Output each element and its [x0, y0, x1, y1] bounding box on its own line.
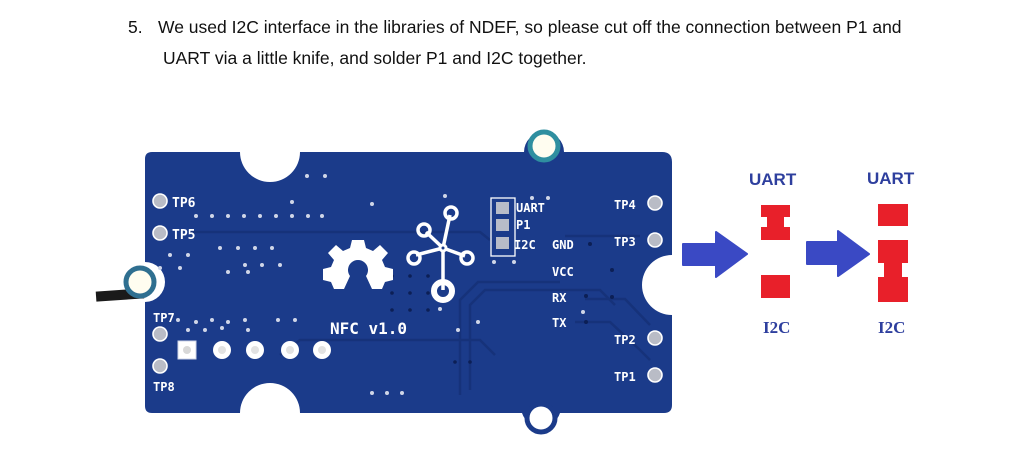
label-gnd: GND	[552, 238, 574, 252]
label-tp6: TP6	[172, 196, 196, 211]
arrow-right-icon	[682, 231, 748, 278]
mounting-hole-top	[527, 129, 561, 163]
label-i2c: I2C	[514, 238, 536, 252]
label-tp8: TP8	[153, 380, 175, 394]
label-uart: UART	[516, 201, 545, 215]
label-tp1: TP1	[614, 370, 636, 384]
label-tp7: TP7	[153, 311, 175, 325]
jumper-pad-p1	[496, 219, 509, 231]
jumper-before-cut	[761, 205, 790, 298]
jumper-after-solder	[878, 204, 908, 302]
label-vcc: VCC	[552, 265, 574, 279]
tp1-pad	[647, 367, 663, 383]
mounting-hole-left	[123, 265, 157, 299]
label-tp4: TP4	[614, 198, 636, 212]
jumper-pad-uart	[496, 202, 509, 214]
before-top-label: UART	[749, 170, 797, 189]
label-tp2: TP2	[614, 333, 636, 347]
label-p1: P1	[516, 218, 530, 232]
tp2-pad	[647, 330, 663, 346]
after-top-label: UART	[867, 169, 915, 188]
instruction-line-2: UART via a little knife, and solder P1 a…	[163, 48, 587, 68]
before-bottom-label: I2C	[763, 318, 791, 337]
label-tp3: TP3	[614, 235, 636, 249]
grove-logo-icon	[406, 205, 475, 303]
mounting-hole-bottom	[524, 401, 558, 435]
after-bottom-label: I2C	[878, 318, 906, 337]
arrow-right-icon	[806, 230, 870, 277]
step-number: 5.	[128, 17, 143, 37]
tp5-pad	[152, 225, 168, 241]
pcb-board: TP6 TP5 TP7 TP8 TP4 TP3 TP2 TP1 UART P1 …	[123, 129, 672, 435]
jumper-pad-i2c	[496, 237, 509, 249]
header-pins	[177, 340, 331, 360]
label-tp5: TP5	[172, 228, 195, 243]
board-title: NFC v1.0	[330, 319, 407, 338]
tp6-pad	[152, 193, 168, 209]
tp7-pad	[152, 326, 168, 342]
label-tx: TX	[552, 316, 567, 330]
open-hardware-gear-icon	[323, 240, 393, 289]
instruction-line-1: We used I2C interface in the libraries o…	[158, 17, 902, 37]
tp4-pad	[647, 195, 663, 211]
label-rx: RX	[552, 291, 567, 305]
uart-i2c-jumper	[490, 197, 516, 257]
tp3-pad	[647, 232, 663, 248]
tp8-pad	[152, 358, 168, 374]
